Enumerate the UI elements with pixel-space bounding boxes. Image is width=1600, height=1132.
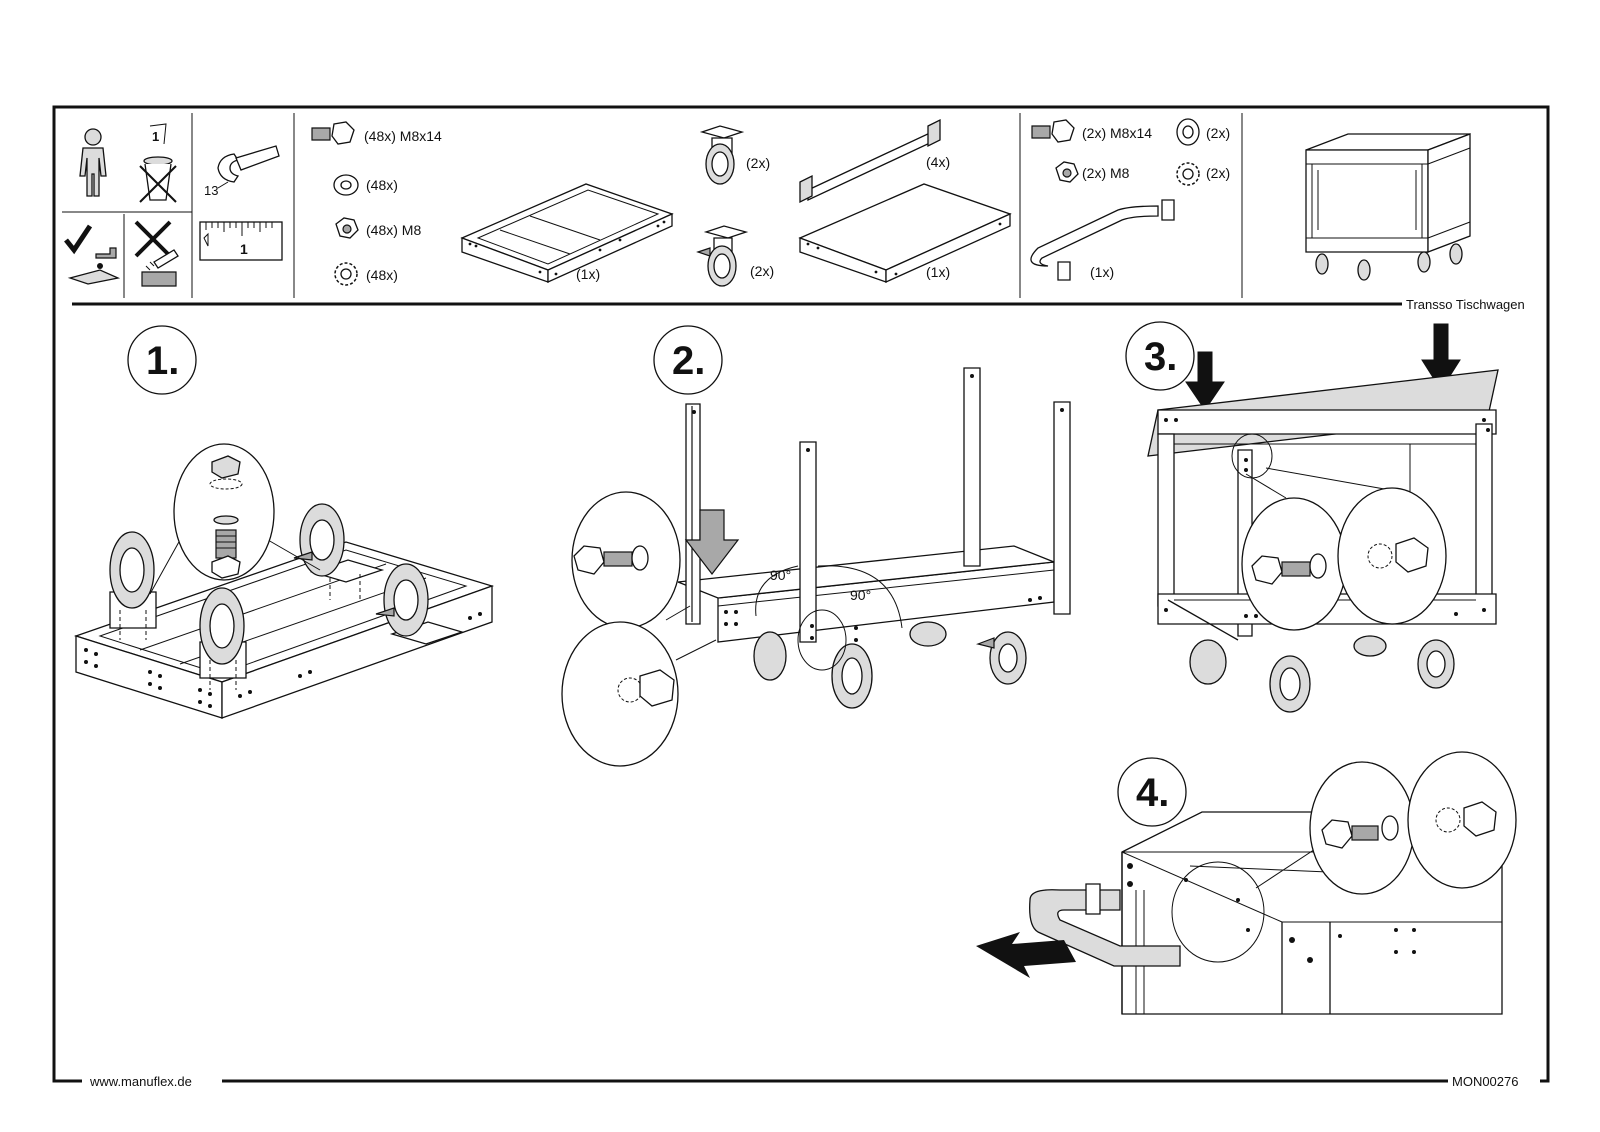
svg-text:(48x) M8: (48x) M8 bbox=[366, 222, 421, 238]
document-code: MON00276 bbox=[1452, 1074, 1518, 1089]
svg-text:1: 1 bbox=[240, 241, 248, 257]
svg-text:(2x): (2x) bbox=[746, 155, 770, 171]
svg-text:(2x): (2x) bbox=[750, 263, 774, 279]
svg-text:(48x) M8x14: (48x) M8x14 bbox=[364, 128, 442, 144]
step-4: 4. bbox=[976, 751, 1517, 1015]
shelf-part: (1x) bbox=[798, 183, 1012, 284]
swivel-caster bbox=[293, 503, 385, 583]
swivel-caster-part: (2x) bbox=[696, 225, 774, 287]
svg-text:(1x): (1x) bbox=[576, 266, 600, 282]
hex-bolt-icon bbox=[1031, 119, 1075, 143]
hex-nut-icon bbox=[1055, 161, 1079, 183]
handle-hardware-list: (2x) M8x14 (2x) (2x) M8 (2x) bbox=[1031, 118, 1230, 186]
svg-text:(2x) M8x14: (2x) M8x14 bbox=[1082, 125, 1152, 141]
step-number: 1. bbox=[146, 339, 179, 383]
step-number: 4. bbox=[1136, 771, 1169, 815]
svg-text:(2x): (2x) bbox=[1206, 165, 1230, 181]
step-1: 1. bbox=[73, 325, 495, 719]
push-arrow-icon bbox=[976, 932, 1076, 978]
post-part: (4x) bbox=[799, 118, 950, 204]
hardware-list: (48x) M8x14 (48x) (48x) M8 (48x) bbox=[311, 121, 442, 286]
ruler-icon: 1 bbox=[199, 221, 283, 261]
hex-nut-icon bbox=[335, 217, 359, 239]
svg-text:(1x): (1x) bbox=[1090, 264, 1114, 280]
no-disposal-icon: 1 bbox=[139, 123, 177, 203]
fixed-caster bbox=[199, 587, 247, 679]
svg-text:13: 13 bbox=[204, 183, 218, 198]
washer-icon bbox=[333, 174, 359, 196]
check-clean-water-icon bbox=[64, 224, 121, 285]
swivel-caster bbox=[375, 563, 465, 645]
svg-text:90°: 90° bbox=[850, 587, 871, 603]
svg-text:(4x): (4x) bbox=[926, 154, 950, 170]
washer-icon bbox=[1176, 118, 1200, 146]
step-3: 3. bbox=[1125, 321, 1499, 713]
svg-text:(1x): (1x) bbox=[926, 264, 950, 280]
serrated-lock-washer-icon bbox=[1176, 162, 1200, 186]
svg-text:(48x): (48x) bbox=[366, 177, 398, 193]
svg-text:1: 1 bbox=[152, 129, 159, 144]
insert-arrow-icon bbox=[684, 509, 740, 575]
serrated-lock-washer-icon bbox=[334, 262, 358, 286]
svg-text:(2x) M8: (2x) M8 bbox=[1082, 165, 1130, 181]
product-name: Transso Tischwagen bbox=[1406, 297, 1525, 312]
step-2: 2. 90° 90° bbox=[561, 325, 1071, 767]
step-number: 2. bbox=[672, 339, 705, 383]
wrench-icon: 13 bbox=[204, 145, 280, 198]
website-link[interactable]: www.manuflex.de bbox=[89, 1074, 192, 1089]
hex-bolt-icon bbox=[311, 121, 355, 145]
handle-part: (1x) bbox=[1030, 199, 1175, 281]
svg-text:90°: 90° bbox=[770, 567, 791, 583]
base-frame-part: (1x) bbox=[460, 183, 674, 284]
fixed-caster bbox=[109, 531, 157, 629]
step-number: 3. bbox=[1144, 335, 1177, 379]
hardware-detail-bubble bbox=[149, 443, 321, 595]
page-border bbox=[52, 105, 1550, 1083]
finished-cart-preview bbox=[1305, 133, 1471, 281]
press-down-arrow-icon bbox=[1185, 351, 1225, 411]
fixed-caster-part: (2x) bbox=[699, 125, 770, 185]
svg-text:(48x): (48x) bbox=[366, 267, 398, 283]
svg-text:(2x): (2x) bbox=[1206, 125, 1230, 141]
person-icon bbox=[79, 128, 107, 197]
no-chemicals-icon bbox=[134, 220, 179, 287]
parts-header: Transso Tischwagen 1 bbox=[62, 113, 1525, 312]
